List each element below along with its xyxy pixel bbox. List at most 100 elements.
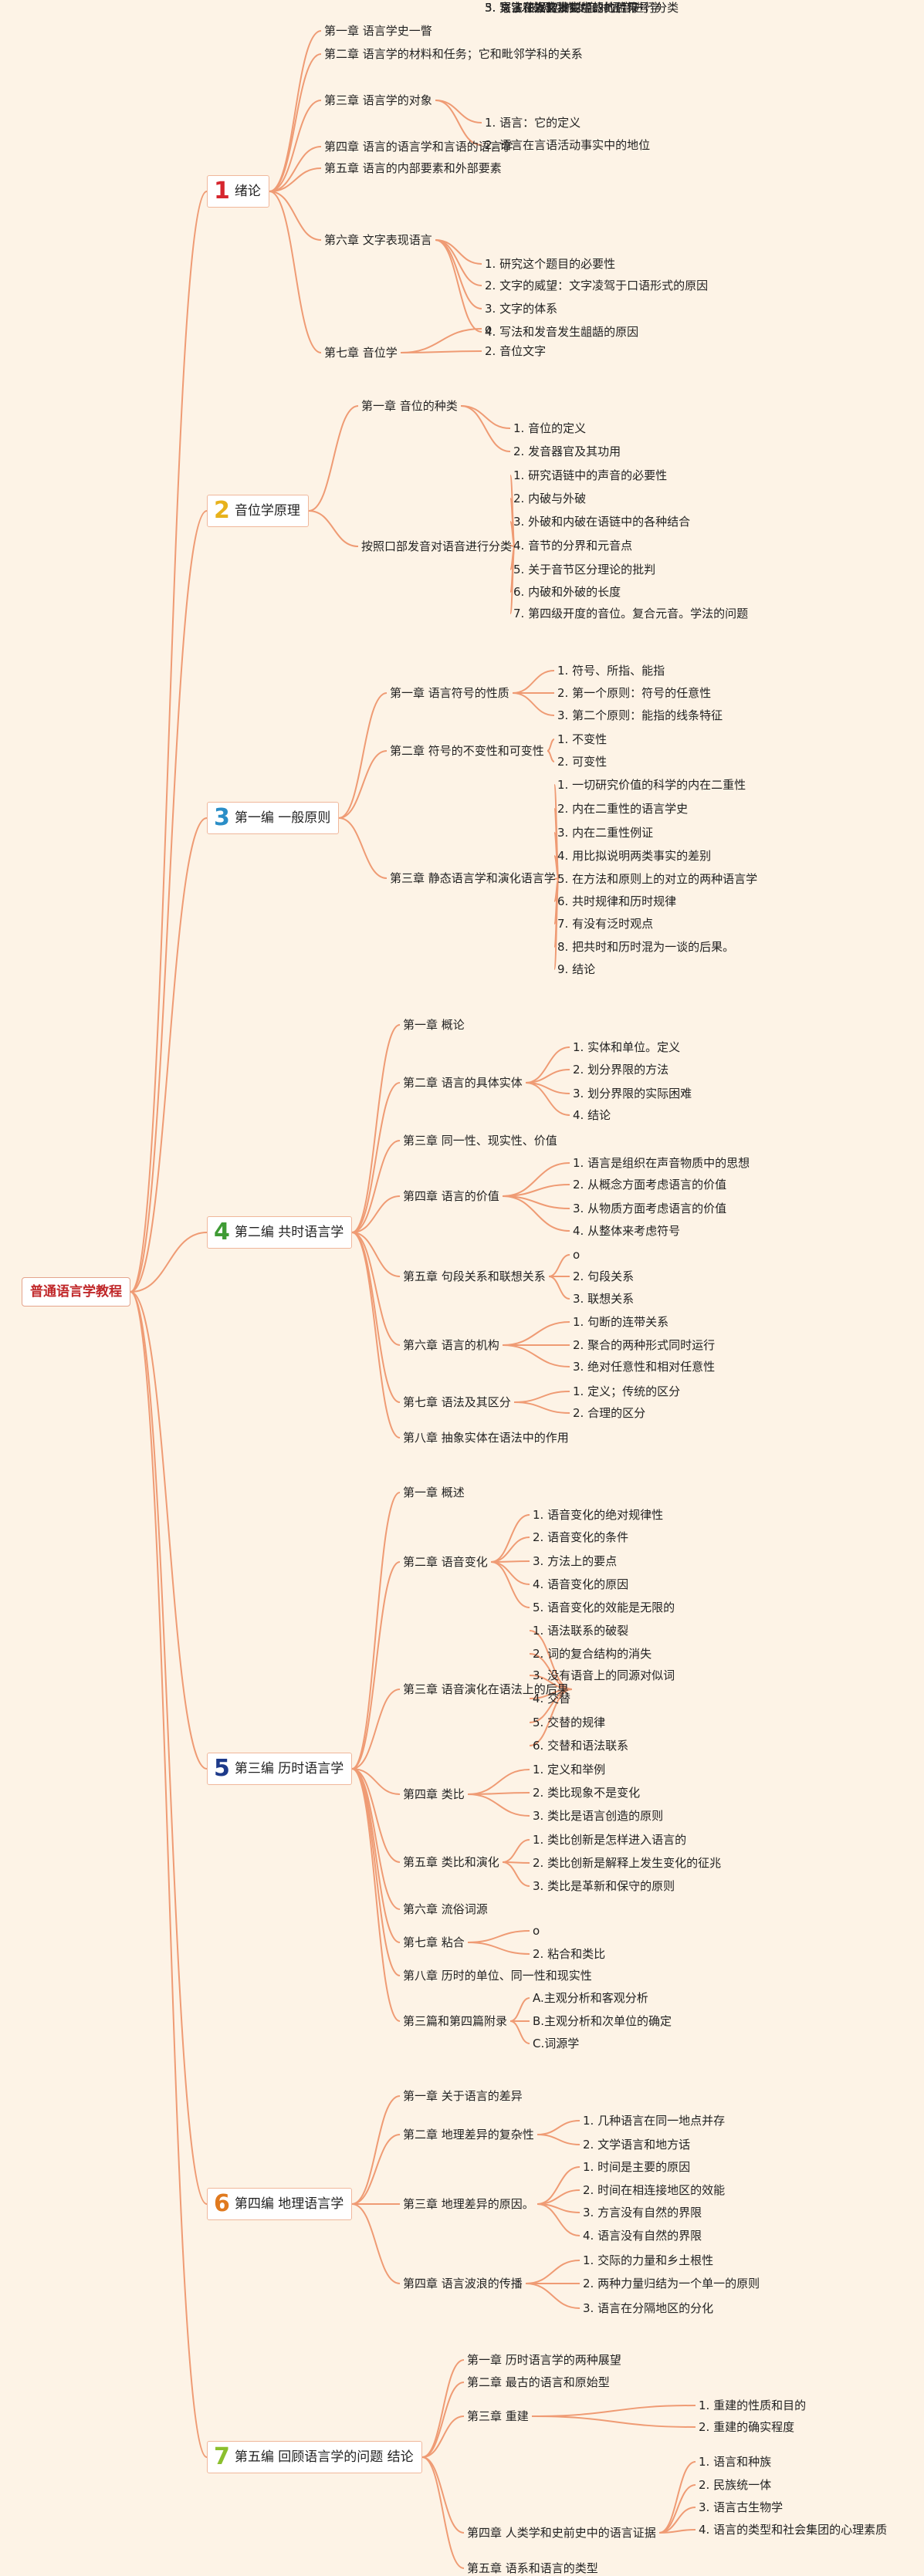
item-node[interactable]: 3. 第二个原则：能指的线条特征: [557, 708, 723, 722]
item-node[interactable]: 1. 实体和单位。定义: [573, 1040, 681, 1054]
chapter-node[interactable]: 第五章 类比和演化: [403, 1855, 499, 1869]
item-node[interactable]: 4. 语言没有自然的界限: [583, 2229, 702, 2243]
item-node[interactable]: 2. 粘合和类比: [533, 1947, 606, 1961]
item-node[interactable]: 2. 发音器官及其功用: [513, 445, 621, 458]
chapter-node[interactable]: 第二章 最古的语言和原始型: [467, 2375, 610, 2389]
item-node[interactable]: 1. 一切研究价值的科学的内在二重性: [557, 778, 746, 792]
item-node[interactable]: 3. 联想关系: [573, 1292, 635, 1306]
item-node[interactable]: 2. 内破与外破: [513, 492, 587, 505]
chapter-node[interactable]: 第二章 语言的具体实体: [403, 1076, 523, 1090]
item-node[interactable]: 3. 文字的体系: [485, 302, 558, 316]
item-node[interactable]: 2. 类比现象不是变化: [533, 1786, 641, 1800]
item-node[interactable]: 2. 内在二重性的语言学史: [557, 802, 689, 816]
item-node[interactable]: 3. 从物质方面考虑语言的价值: [573, 1202, 727, 1215]
item-node[interactable]: 5. 语音变化的效能是无限的: [533, 1601, 675, 1614]
item-node[interactable]: 3. 方法上的要点: [533, 1554, 618, 1568]
item-node[interactable]: 8. 把共时和历时混为一谈的后果。: [557, 940, 735, 954]
item-node[interactable]: 1. 类比创新是怎样进入语言的: [533, 1833, 687, 1847]
chapter-node[interactable]: 第四章 语言波浪的传播: [403, 2277, 523, 2290]
item-node[interactable]: A.主观分析和客观分析: [533, 1991, 648, 2005]
chapter-node[interactable]: 第三章 静态语言学和演化语言学: [390, 871, 556, 885]
item-node[interactable]: 9. 结论: [557, 962, 596, 976]
item-node[interactable]: B.主观分析和次单位的确定: [533, 2014, 672, 2028]
item-node[interactable]: 2. 文字的威望：文字凌驾于口语形式的原因: [485, 279, 709, 292]
root-node[interactable]: 普通语言学教程: [22, 1277, 130, 1307]
item-node[interactable]: 3. 外破和内破在语链中的各种结合: [513, 515, 691, 529]
item-node[interactable]: 2. 划分界限的方法: [573, 1063, 669, 1077]
item-node[interactable]: o: [485, 322, 492, 336]
item-node[interactable]: 4. 从整体来考虑符号: [573, 1224, 681, 1238]
chapter-node[interactable]: 第八章 历时的单位、同一性和现实性: [403, 1969, 592, 1983]
item-node[interactable]: 3. 方言没有自然的界限: [583, 2206, 702, 2219]
chapter-node[interactable]: 第四章 语言的价值: [403, 1189, 499, 1203]
chapter-node[interactable]: 第一章 概述: [403, 1486, 465, 1499]
item-node[interactable]: 6. 交替和语法联系: [533, 1739, 629, 1753]
item-node[interactable]: 5. 在方法和原则上的对立的两种语言学: [557, 872, 758, 886]
chapter-node[interactable]: 第四章 类比: [403, 1787, 465, 1801]
chapter-node[interactable]: 第六章 文字表现语言: [324, 233, 432, 247]
item-node[interactable]: 2. 合理的区分: [573, 1406, 646, 1420]
item-node[interactable]: 2. 重建的确实程度: [699, 2420, 795, 2434]
item-node[interactable]: 1. 语言和种族: [699, 2455, 772, 2469]
item-node[interactable]: 4. 结论: [573, 1108, 611, 1122]
item-node[interactable]: 3. 文字证据的批判: [485, 1, 581, 15]
chapter-node[interactable]: 第四章 人类学和史前史中的语言证据: [467, 2526, 656, 2540]
item-node[interactable]: 2. 词的复合结构的消失: [533, 1647, 652, 1661]
item-node[interactable]: 3. 按照恐怖发音对语音进行分类: [513, 1, 679, 15]
chapter-node[interactable]: 第三章 语音演化在语法上的后果: [403, 1682, 569, 1696]
item-node[interactable]: 1. 定义；传统的区分: [573, 1384, 681, 1398]
chapter-node[interactable]: 第四章 语言的语言学和言语的语言学: [324, 140, 513, 154]
item-node[interactable]: 1. 语言是组织在声音物质中的思想: [573, 1156, 750, 1170]
item-node[interactable]: 2. 语音变化的条件: [533, 1530, 629, 1544]
chapter-node[interactable]: 第七章 音位学: [324, 346, 398, 360]
item-node[interactable]: 3. 没有语音上的同源对似词: [533, 1668, 675, 1682]
item-node[interactable]: 3. 类比是革新和保守的原则: [533, 1879, 675, 1893]
item-node[interactable]: 2. 从概念方面考虑语言的价值: [573, 1178, 727, 1192]
chapter-node[interactable]: 第二章 语音变化: [403, 1555, 488, 1569]
item-node[interactable]: 1. 音位的定义: [513, 421, 587, 435]
item-node[interactable]: 5. 关于音节区分理论的批判: [513, 563, 656, 576]
chapter-node[interactable]: 第六章 语言的机构: [403, 1338, 499, 1352]
item-node[interactable]: 3. 划分界限的实际困难: [573, 1087, 692, 1100]
chapter-node[interactable]: 第一章 历时语言学的两种展望: [467, 2353, 621, 2367]
item-node[interactable]: 1. 定义和举例: [533, 1763, 606, 1776]
item-node[interactable]: 2. 可变性: [557, 755, 608, 769]
chapter-node[interactable]: 第一章 语言符号的性质: [390, 686, 509, 700]
item-node[interactable]: 4. 交替: [533, 1692, 571, 1706]
item-node[interactable]: 2. 第一个原则：符号的任意性: [557, 686, 712, 700]
item-node[interactable]: 1. 研究这个题目的必要性: [485, 257, 616, 271]
item-node[interactable]: 2. 音位文字: [485, 344, 547, 358]
item-node[interactable]: 3. 类比是语言创造的原则: [533, 1809, 664, 1823]
chapter-node[interactable]: 按照口部发音对语音进行分类: [361, 539, 513, 553]
chapter-node[interactable]: 第二章 地理差异的复杂性: [403, 2128, 534, 2142]
item-node[interactable]: 7. 第四级开度的音位。复合元音。学法的问题: [513, 607, 749, 620]
item-node[interactable]: 3. 内在二重性例证: [557, 826, 654, 840]
item-node[interactable]: 3. 绝对任意性和相对任意性: [573, 1360, 716, 1374]
chapter-node[interactable]: 第一章 概论: [403, 1018, 465, 1032]
item-node[interactable]: 5. 写法和发音发生龃龉的后果: [485, 1, 639, 15]
item-node[interactable]: 5. 交替的规律: [533, 1716, 606, 1729]
item-node[interactable]: 1. 句断的连带关系: [573, 1315, 669, 1329]
item-node[interactable]: 2. 类比创新是解释上发生变化的征兆: [533, 1856, 722, 1870]
item-node[interactable]: 6. 内破和外破的长度: [513, 585, 621, 599]
chapter-node[interactable]: 第五章 句段关系和联想关系: [403, 1269, 546, 1283]
item-node[interactable]: o: [533, 1924, 540, 1938]
item-node[interactable]: 4. 写法和发音发生龃龉的原因: [485, 325, 639, 339]
chapter-node[interactable]: 第二章 符号的不变性和可变性: [390, 744, 544, 758]
item-node[interactable]: 1. 不变性: [557, 732, 608, 746]
chapter-node[interactable]: 第一章 音位的种类: [361, 399, 458, 413]
chapter-node[interactable]: 第五章 语系和语言的类型: [467, 2561, 598, 2575]
item-node[interactable]: 4. 音节的分界和元音点: [513, 539, 633, 553]
item-node[interactable]: 2. 两种力量归结为一个单一的原则: [583, 2277, 760, 2290]
item-node[interactable]: o: [573, 1248, 580, 1262]
item-node[interactable]: 2. 语言在言语活动事实中的地位: [485, 138, 651, 152]
item-node[interactable]: 1. 重建的性质和目的: [699, 2399, 807, 2412]
item-node[interactable]: 3. 语言在分隔地区的分化: [583, 2301, 714, 2315]
item-node[interactable]: 1. 研究语链中的声音的必要性: [513, 468, 668, 482]
